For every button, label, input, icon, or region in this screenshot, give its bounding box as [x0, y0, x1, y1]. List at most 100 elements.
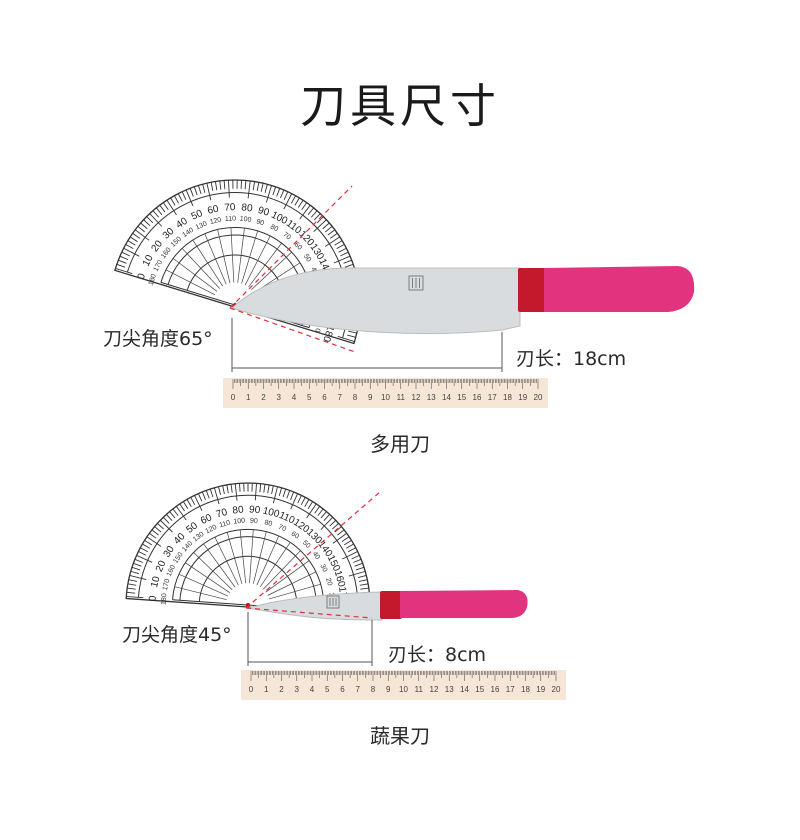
- protractor-outer-label: 10: [141, 253, 156, 268]
- protractor-inner-label: 90: [255, 218, 265, 227]
- protractor-tick: [172, 508, 179, 516]
- protractor-radial: [248, 242, 282, 288]
- protractor-tick: [283, 191, 289, 200]
- protractor-tick: [283, 193, 293, 210]
- protractor-inner-label: 100: [233, 518, 245, 526]
- protractor-tick: [206, 183, 212, 201]
- protractor-tick: [240, 180, 242, 189]
- knife: [231, 266, 695, 335]
- protractor-radial: [230, 227, 235, 283]
- protractor-outer-label: 60: [199, 512, 214, 527]
- protractor-radial: [263, 550, 301, 590]
- protractor-tick: [193, 186, 198, 196]
- ruler-label: 5: [325, 685, 330, 694]
- protractor-radial: [252, 531, 267, 584]
- ruler-label: 11: [415, 685, 424, 694]
- ruler-label: 17: [488, 393, 497, 402]
- ruler-label: 1: [264, 685, 269, 694]
- protractor-radial: [226, 532, 243, 584]
- protractor-tick: [347, 547, 356, 553]
- protractor-outer-label: 90: [249, 504, 261, 516]
- protractor-radial: [193, 552, 233, 590]
- protractor-inner-label: 50: [302, 253, 312, 263]
- ruler-label: 19: [536, 685, 545, 694]
- protractor-tick: [359, 583, 369, 586]
- knife-blade: [247, 591, 383, 621]
- protractor-radial: [172, 258, 218, 292]
- protractor-inner-label: 100: [239, 216, 252, 224]
- protractor-tick: [317, 508, 324, 516]
- protractor-tick: [230, 484, 233, 493]
- protractor-tick: [127, 240, 136, 246]
- protractor-tick: [143, 219, 151, 227]
- protractor-tick: [129, 575, 147, 581]
- protractor-tick: [181, 191, 187, 200]
- protractor-tick: [215, 181, 218, 191]
- protractor-tick: [272, 186, 277, 196]
- protractor-tick: [137, 225, 145, 233]
- protractor-tick: [226, 484, 229, 494]
- ruler-label: 3: [295, 685, 300, 694]
- protractor-outer-label: 160: [332, 569, 347, 588]
- protractor-tick: [174, 195, 180, 204]
- protractor-tick: [247, 180, 251, 199]
- protractor-tick: [316, 216, 324, 224]
- ruler-label: 16: [473, 393, 482, 402]
- protractor-radial: [174, 586, 227, 601]
- protractor-tick: [149, 532, 157, 539]
- protractor-tick: [198, 185, 202, 194]
- protractor-tick: [343, 259, 352, 264]
- protractor-tick: [170, 197, 176, 206]
- tip-angle-label: 刀尖角度45°: [122, 624, 232, 646]
- protractor-tick: [236, 180, 238, 189]
- protractor-radial: [237, 228, 245, 283]
- protractor-inner-label: 180: [160, 593, 168, 605]
- protractor-radial: [204, 233, 227, 285]
- protractor-inner-label: 0: [313, 327, 321, 333]
- protractor-tick: [159, 204, 166, 213]
- protractor-tick: [322, 222, 330, 230]
- ruler-label: 20: [534, 393, 543, 402]
- ruler-label: 7: [356, 685, 361, 694]
- protractor-tick: [162, 202, 169, 211]
- ruler-label: 10: [399, 685, 408, 694]
- protractor-inner-label: 170: [153, 259, 165, 273]
- ruler-label: 9: [386, 685, 391, 694]
- protractor-tick: [182, 501, 189, 510]
- protractor-tick: [142, 543, 150, 549]
- ruler-label: 2: [279, 685, 284, 694]
- ruler-label: 0: [249, 685, 254, 694]
- protractor-radial: [269, 583, 321, 600]
- protractor-tick: [355, 566, 365, 571]
- protractor-tick: [280, 189, 285, 199]
- protractor-tick: [307, 207, 315, 215]
- protractor-tick: [324, 236, 341, 247]
- protractor-tick: [320, 516, 334, 530]
- protractor-tick: [294, 197, 300, 206]
- protractor-tick: [357, 575, 367, 578]
- protractor-tick: [228, 180, 230, 198]
- protractor-tick: [297, 199, 304, 208]
- protractor-tick: [232, 180, 234, 189]
- ruler-label: 14: [442, 393, 451, 402]
- ruler-label: 3: [277, 393, 282, 402]
- protractor-tick: [313, 213, 321, 221]
- protractor-tick: [338, 247, 347, 253]
- protractor-tick: [169, 511, 176, 519]
- brand-logo-icon: [408, 275, 424, 291]
- protractor-tick: [128, 579, 138, 582]
- knife-section-utility: 0102030405060708090100110120130140150160…: [0, 0, 800, 456]
- ruler-label: 16: [491, 685, 500, 694]
- ruler-label: 6: [322, 393, 327, 402]
- ruler-label: 12: [430, 685, 439, 694]
- protractor-radial: [185, 562, 230, 594]
- protractor-tick: [154, 526, 162, 533]
- knife-handle: [400, 590, 528, 618]
- protractor-tick: [306, 503, 317, 519]
- protractor-tick: [155, 207, 163, 215]
- knife: [247, 590, 528, 621]
- protractor-outer-label: 70: [215, 507, 229, 521]
- protractor-tick: [162, 516, 170, 524]
